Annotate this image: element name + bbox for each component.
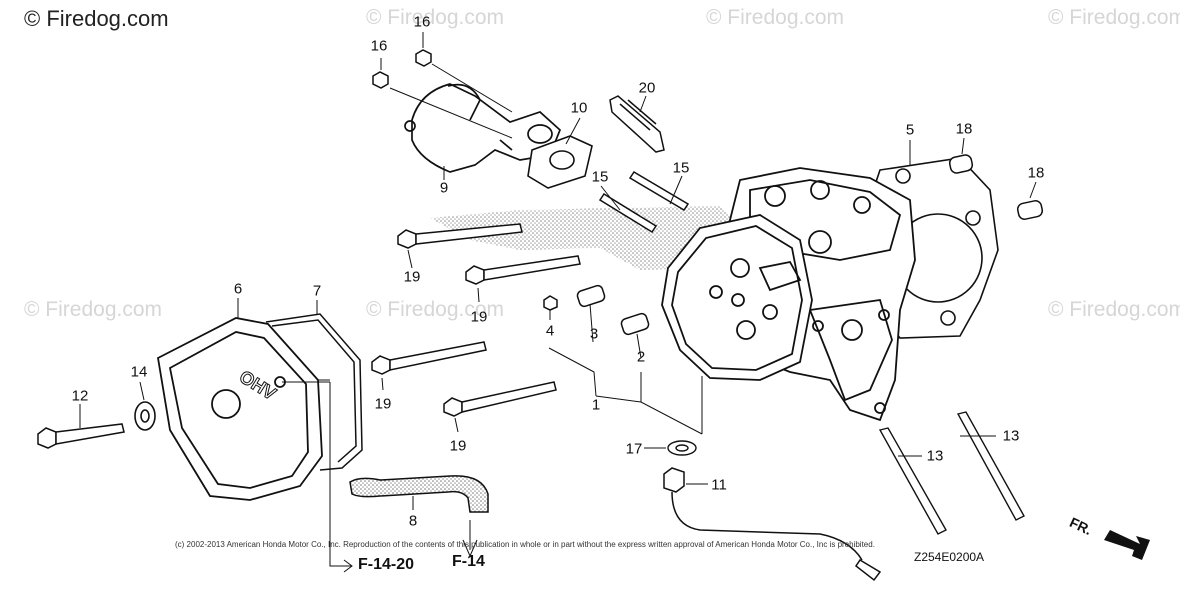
part-label-5: 5 [905, 121, 915, 139]
head-cover-gasket [265, 313, 363, 471]
part-label-13: 13 [1002, 427, 1020, 445]
part-label-11: 11 [711, 476, 727, 494]
reference-f-14[interactable]: F-14 [452, 553, 485, 570]
stud-bolts [598, 170, 690, 234]
part-label-19: 19 [449, 437, 467, 455]
part-label-16: 16 [370, 37, 388, 55]
flange-nuts [372, 49, 432, 89]
part-label-19: 19 [470, 308, 488, 326]
part-label-13: 13 [926, 447, 944, 465]
watermark: © Firedog.com [24, 298, 163, 321]
part-label-12: 12 [71, 387, 89, 405]
copyright-notice: (c) 2002-2013 American Honda Motor Co., … [175, 540, 875, 549]
part-label-15: 15 [591, 168, 609, 186]
part-label-2: 2 [636, 348, 646, 366]
head-rocker-face [661, 214, 813, 381]
part-label-16: 16 [413, 13, 431, 31]
part-label-18: 18 [955, 120, 973, 138]
part-label-19: 19 [374, 395, 392, 413]
watermark: © Firedog.com [706, 6, 845, 29]
part-label-14: 14 [130, 363, 148, 381]
front-direction-arrow [1104, 530, 1150, 560]
part-label-1: 1 [591, 396, 601, 414]
head-studs [878, 411, 1025, 535]
watermark: © Firedog.com [366, 6, 505, 29]
head-cover [157, 317, 323, 501]
part-label-9: 9 [439, 179, 449, 197]
part-label-20: 20 [638, 79, 656, 97]
diagram-code: Z254E0200A [914, 550, 985, 564]
part-label-18: 18 [1027, 164, 1045, 182]
watermark: © Firedog.com [1048, 6, 1180, 29]
part-label-3: 3 [589, 325, 599, 343]
oil-sensor [663, 467, 882, 582]
breather-hose [349, 475, 489, 513]
shaded-stud-region [430, 206, 760, 270]
part-label-19: 19 [403, 268, 421, 286]
reference-f-14-20[interactable]: F-14-20 [358, 556, 415, 573]
part-label-15: 15 [672, 159, 690, 177]
flange-bolts [371, 223, 581, 417]
leader-lines [79, 32, 1037, 573]
cover-bolt [37, 423, 125, 449]
part-label-7: 7 [312, 282, 322, 300]
spark-plug [609, 95, 665, 153]
valve-parts [543, 284, 650, 336]
part-label-6: 6 [233, 280, 243, 298]
watermark: © Firedog.com [1048, 298, 1180, 321]
watermark: © Firedog.com [366, 298, 505, 321]
washer [134, 401, 156, 431]
part-label-10: 10 [570, 99, 588, 117]
part-label-4: 4 [545, 322, 555, 340]
dowel-pins [948, 154, 1044, 220]
sealing-washer [667, 440, 697, 456]
part-label-8: 8 [408, 512, 418, 530]
part-label-17: 17 [625, 440, 643, 458]
watermark-main: © Firedog.com [24, 6, 169, 31]
